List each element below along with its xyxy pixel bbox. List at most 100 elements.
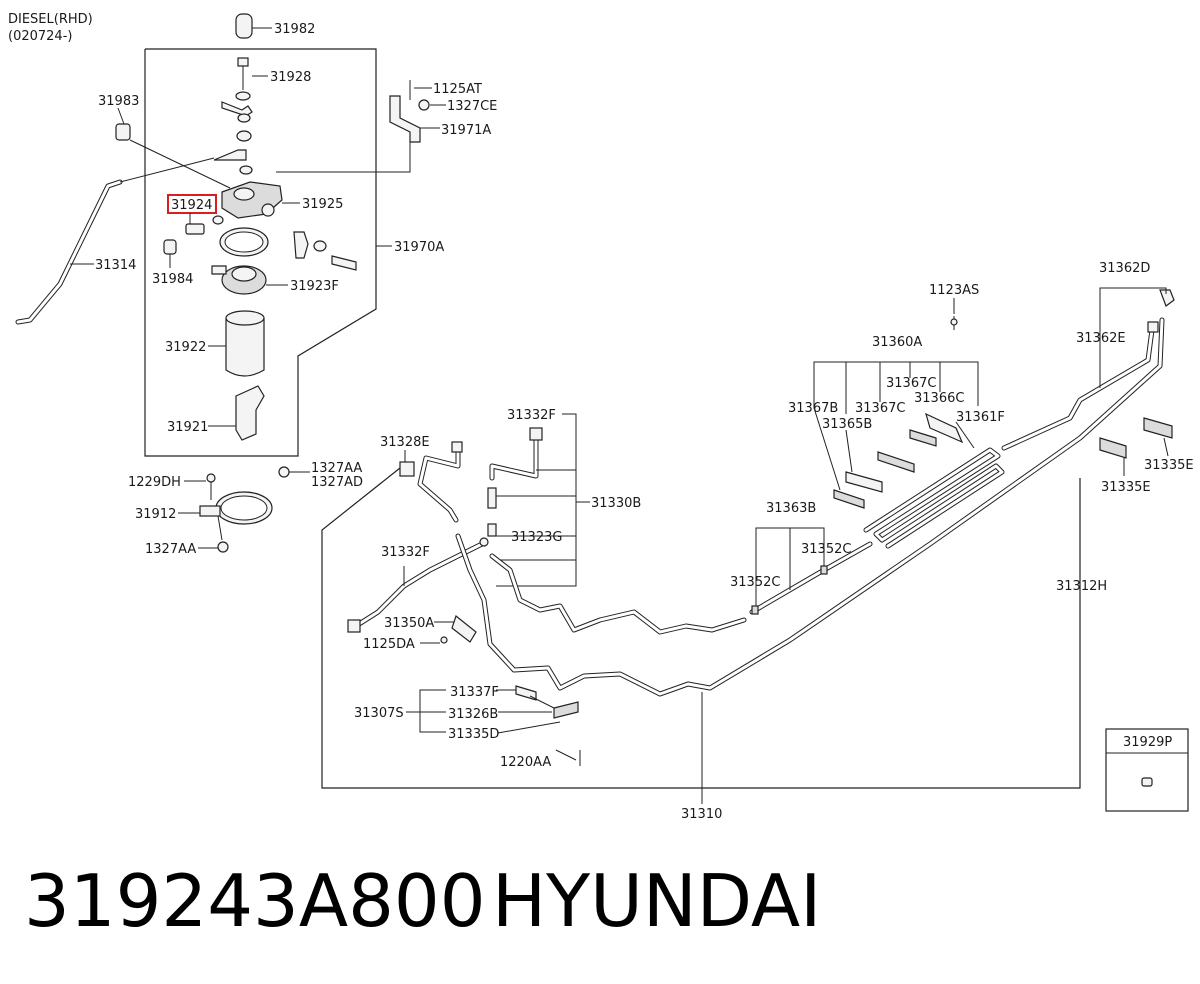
part-hose-end-a: [451, 441, 463, 453]
part-31367C-clip-b[interactable]: [909, 429, 937, 447]
part-hose-low: [487, 523, 497, 537]
label-31312H[interactable]: 31312H: [1056, 579, 1107, 594]
label-31307S[interactable]: 31307S: [354, 706, 404, 721]
part-31925-port: [233, 187, 255, 201]
label-31365B[interactable]: 31365B: [822, 417, 872, 432]
label-31332F-a[interactable]: 31332F: [507, 408, 556, 423]
part-31367B-clip[interactable]: [833, 489, 865, 509]
part-31362E-line[interactable]: [1001, 327, 1155, 451]
part-1327CE-nut: [418, 99, 430, 111]
label-31923F[interactable]: 31923F: [290, 279, 339, 294]
label-31367B[interactable]: 31367B: [788, 401, 838, 416]
part-31365B-clip[interactable]: [845, 471, 883, 493]
label-31328E[interactable]: 31328E: [380, 435, 430, 450]
label-1327CE[interactable]: 1327CE: [447, 99, 497, 114]
label-31335E-b[interactable]: 31335E: [1101, 480, 1151, 495]
part-31335E-clip-a[interactable]: [1143, 417, 1173, 439]
part-1327AA-nut-b: [217, 541, 229, 553]
label-31335D[interactable]: 31335D: [448, 727, 499, 742]
part-washer-d: [313, 240, 327, 252]
label-31360A[interactable]: 31360A: [872, 335, 922, 350]
label-31323G[interactable]: 31323G: [511, 530, 562, 545]
filter-assembly-outline: [144, 48, 377, 457]
part-banjo-lower: [213, 149, 247, 161]
part-31366C-clip[interactable]: [925, 412, 964, 444]
part-31352C-clip-a[interactable]: [751, 605, 759, 615]
label-31984[interactable]: 31984: [152, 272, 193, 287]
label-31366C[interactable]: 31366C: [914, 391, 964, 406]
inset-31929P: [1105, 728, 1189, 812]
part-31924-fitting[interactable]: [185, 223, 205, 235]
part-31924-o-ring: [212, 215, 224, 225]
label-31362E[interactable]: 31362E: [1076, 331, 1126, 346]
label-31924[interactable]: 31924: [171, 198, 212, 213]
label-31363B[interactable]: 31363B: [766, 501, 816, 516]
label-31332F-b[interactable]: 31332F: [381, 545, 430, 560]
part-31335E-clip-b[interactable]: [1099, 437, 1127, 459]
header-date-range: (020724-): [8, 29, 72, 44]
part-31332F-end: [529, 427, 543, 441]
label-31921[interactable]: 31921: [167, 420, 208, 435]
part-31928-washer: [235, 91, 251, 101]
leader-31971A: [276, 140, 411, 173]
label-31925[interactable]: 31925: [302, 197, 343, 212]
label-31982[interactable]: 31982: [274, 22, 315, 37]
label-31326B[interactable]: 31326B: [448, 707, 498, 722]
part-31326B-clip[interactable]: [553, 701, 579, 719]
leader-31330B: [496, 413, 577, 587]
label-1123AS[interactable]: 1123AS: [929, 283, 979, 298]
label-31367C-b[interactable]: 31367C: [855, 401, 905, 416]
part-31352C-clip-b[interactable]: [820, 565, 828, 575]
label-1327AA-a[interactable]: 1327AA: [311, 461, 362, 476]
label-31983[interactable]: 31983: [98, 94, 139, 109]
part-31922-top: [225, 310, 265, 326]
part-washer-c: [239, 165, 253, 175]
part-31314-fuel-line[interactable]: [15, 179, 123, 325]
part-31912-tab: [199, 505, 221, 517]
part-31923F-core: [231, 266, 257, 282]
part-31982-cap[interactable]: [235, 13, 253, 39]
label-31337F[interactable]: 31337F: [450, 685, 499, 700]
label-31314[interactable]: 31314: [95, 258, 136, 273]
main-lines-outline: [321, 467, 1081, 789]
label-31922[interactable]: 31922: [165, 340, 206, 355]
label-31367C-a[interactable]: 31367C: [886, 376, 936, 391]
part-1229DH-bolt: [206, 473, 216, 483]
part-31983-sleeve[interactable]: [115, 123, 131, 141]
part-31971A-bracket[interactable]: [389, 95, 421, 143]
label-31971A[interactable]: 31971A: [441, 123, 491, 138]
part-31367C-clip-a[interactable]: [877, 451, 915, 473]
label-31361F[interactable]: 31361F: [956, 410, 1005, 425]
label-31928[interactable]: 31928: [270, 70, 311, 85]
label-31352C-a[interactable]: 31352C: [730, 575, 780, 590]
label-31970A[interactable]: 31970A: [394, 240, 444, 255]
label-31912[interactable]: 31912: [135, 507, 176, 522]
part-return-line: [489, 553, 747, 635]
label-31350A[interactable]: 31350A: [384, 616, 434, 631]
part-31332F-lower-end: [347, 619, 361, 633]
label-31352C-b[interactable]: 31352C: [801, 542, 851, 557]
header-variant: DIESEL(RHD): [8, 12, 93, 27]
label-1327AA-b[interactable]: 1327AA: [145, 542, 196, 557]
part-31923F-connector: [211, 265, 227, 275]
part-washer-b: [236, 130, 252, 142]
part-31929P[interactable]: [1141, 777, 1153, 787]
label-31310[interactable]: 31310: [681, 807, 722, 822]
label-1327AD[interactable]: 1327AD: [311, 475, 363, 490]
label-31362D[interactable]: 31362D: [1099, 261, 1150, 276]
part-31928-bolt-head[interactable]: [237, 57, 249, 67]
label-31335E-a[interactable]: 31335E: [1144, 458, 1194, 473]
label-31330B[interactable]: 31330B: [591, 496, 641, 511]
label-31929P[interactable]: 31929P: [1123, 735, 1172, 750]
label-1125DA[interactable]: 1125DA: [363, 637, 415, 652]
part-31328E-connector[interactable]: [399, 461, 415, 477]
part-banjo-right: [293, 231, 309, 259]
part-31350A-bracket[interactable]: [451, 614, 477, 643]
part-31984-plug[interactable]: [163, 239, 177, 255]
label-1220AA[interactable]: 1220AA: [500, 755, 551, 770]
part-banjo-upper: [221, 101, 253, 117]
label-1125AT[interactable]: 1125AT: [433, 82, 482, 97]
part-31921-sensor[interactable]: [235, 385, 265, 441]
label-1229DH[interactable]: 1229DH: [128, 475, 181, 490]
